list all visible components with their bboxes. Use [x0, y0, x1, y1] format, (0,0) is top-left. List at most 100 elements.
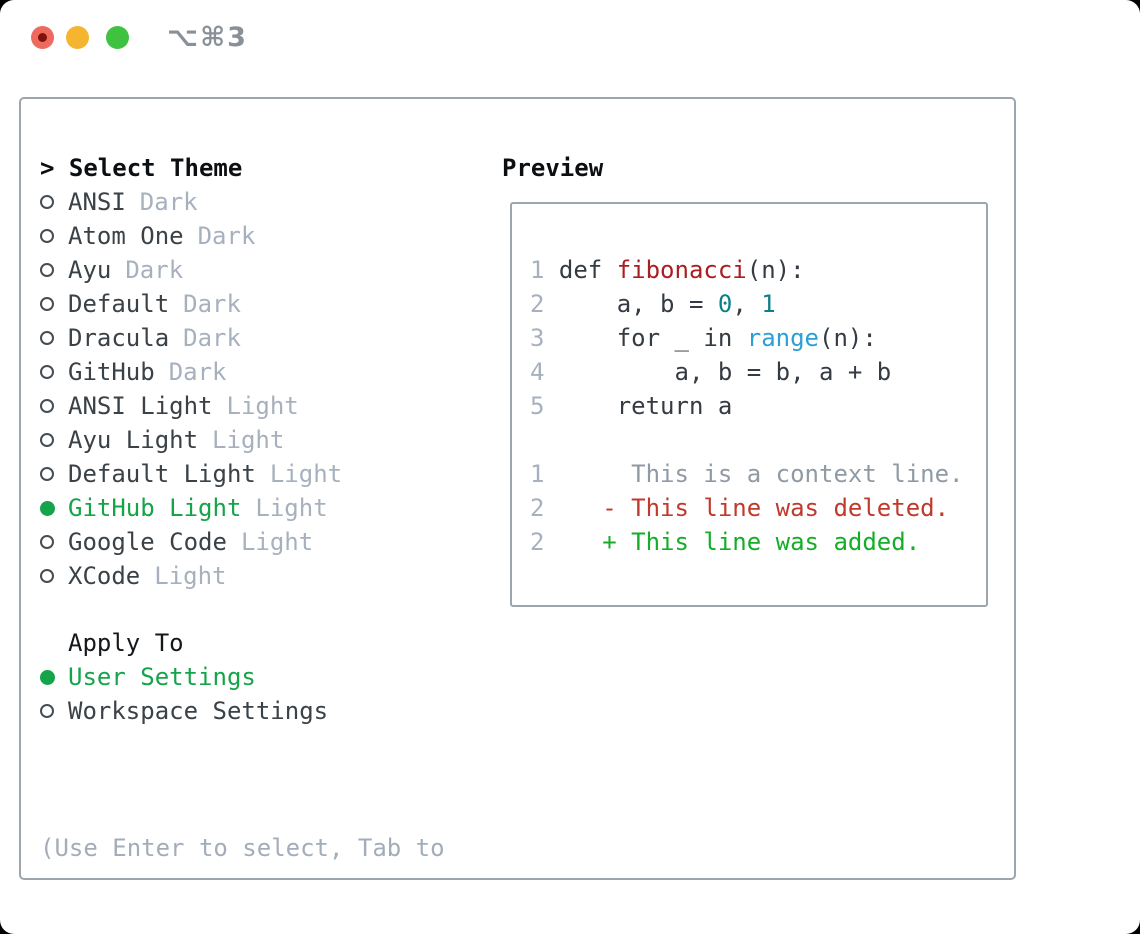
option-variant-label: Dark [168, 358, 227, 386]
option-variant-label: Dark [125, 256, 184, 284]
code-segment: a, b = [558, 290, 718, 318]
option-variant-label: Light [240, 528, 314, 556]
apply-option-user-settings[interactable]: User Settings [40, 660, 445, 694]
radio-icon [40, 331, 54, 345]
code-segment: 0 [717, 290, 733, 318]
preview-header: Preview [502, 154, 604, 182]
radio-icon [40, 229, 54, 243]
window-title: ⌥⌘3 [167, 22, 248, 53]
titlebar: ⌥⌘3 [0, 0, 1140, 70]
radio-icon [40, 467, 54, 481]
minimize-button[interactable] [66, 26, 89, 49]
option-label: XCode [68, 562, 141, 590]
code-segment: (n): [819, 324, 877, 352]
theme-option-ayu[interactable]: Ayu Dark [40, 253, 445, 287]
radio-icon [40, 297, 54, 311]
option-variant-label: Light [255, 494, 328, 522]
code-segment: - This line was deleted. [558, 494, 950, 522]
theme-option-default[interactable]: Default Dark [40, 287, 445, 321]
radio-selected-icon [40, 500, 55, 516]
line-number: 2 [530, 494, 559, 522]
radio-icon [40, 704, 54, 718]
option-variant-label: Light [269, 460, 343, 488]
code-segment: a, b = b, a + b [558, 358, 892, 386]
theme-option-github-light[interactable]: GitHub Light Light [40, 491, 445, 525]
option-label: ANSI Light [68, 392, 213, 420]
option-variant-label: Light [154, 562, 227, 590]
code-segment: 1 [761, 290, 776, 318]
option-variant-label: Dark [197, 222, 256, 250]
option-label: ANSI [68, 188, 126, 216]
code-segment: + This line was added. [558, 528, 921, 556]
option-label: Ayu [68, 256, 112, 284]
option-label: User Settings [68, 663, 256, 691]
code-segment: fibonacci [616, 256, 747, 284]
option-variant-label: Dark [183, 290, 241, 318]
radio-icon [40, 365, 54, 379]
radio-icon [40, 569, 54, 583]
option-label: Workspace Settings [68, 697, 329, 725]
theme-option-google-code[interactable]: Google Code Light [40, 525, 445, 559]
preview-line: 3 for _ in range(n): [530, 321, 986, 355]
preview-line: 1 def fibonacci(n): [530, 253, 986, 287]
theme-option-xcode[interactable]: XCode Light [40, 559, 445, 593]
hint-line-1: (Use Enter to select, Tab to [40, 834, 445, 862]
preview-line: 2 - This line was deleted. [530, 491, 986, 525]
keyboard-hint: (Use Enter to select, Tab to change focu… [40, 763, 445, 934]
prompt-caret-icon: > [40, 154, 55, 182]
code-segment: , [732, 290, 762, 318]
select-theme-header-label: Select Theme [68, 154, 243, 182]
code-segment: def [558, 256, 617, 284]
radio-icon [40, 263, 54, 277]
radio-icon [40, 195, 54, 209]
option-label: Atom One [68, 222, 184, 250]
code-segment: (n): [746, 256, 805, 284]
option-label: GitHub Light [68, 494, 242, 522]
preview-line: 2 + This line was added. [530, 525, 986, 559]
theme-option-dracula[interactable]: Dracula Dark [40, 321, 445, 355]
theme-option-atom-one[interactable]: Atom One Dark [40, 219, 445, 253]
option-label: Google Code [68, 528, 227, 556]
apply-option-workspace-settings[interactable]: Workspace Settings [40, 694, 445, 728]
code-segment: return a [558, 392, 733, 420]
radio-icon [40, 399, 54, 413]
option-variant-label: Light [226, 392, 299, 420]
zoom-button[interactable] [106, 26, 129, 49]
option-label: GitHub [68, 358, 155, 386]
code-segment: range [746, 324, 819, 352]
theme-option-ansi-light[interactable]: ANSI Light Light [40, 389, 445, 423]
theme-option-ansi[interactable]: ANSI Dark [40, 185, 445, 219]
preview-line: 1 This is a context line. [530, 457, 986, 491]
option-variant-label: Dark [183, 324, 241, 352]
close-button[interactable] [31, 26, 54, 49]
apply-to-header: Apply To [68, 629, 184, 657]
line-number: 5 [530, 392, 559, 420]
code-segment: This is a context line. [558, 460, 964, 488]
line-number: 1 [530, 460, 559, 488]
radio-selected-icon [40, 669, 55, 685]
radio-icon [40, 535, 54, 549]
option-label: Dracula [68, 324, 170, 352]
line-number: 2 [530, 528, 559, 556]
select-theme-header: > Select Theme [40, 151, 445, 185]
preview-line: 2 a, b = 0, 1 [530, 287, 986, 321]
theme-option-github[interactable]: GitHub Dark [40, 355, 445, 389]
code-segment: for _ in [558, 324, 747, 352]
option-variant-label: Dark [139, 188, 198, 216]
close-dot-icon [38, 33, 47, 42]
line-number: 3 [530, 324, 559, 352]
option-variant-label: Light [212, 426, 285, 454]
radio-icon [40, 433, 54, 447]
option-label: Default [68, 290, 170, 318]
preview-blank-line [530, 423, 986, 457]
line-number: 4 [530, 358, 559, 386]
